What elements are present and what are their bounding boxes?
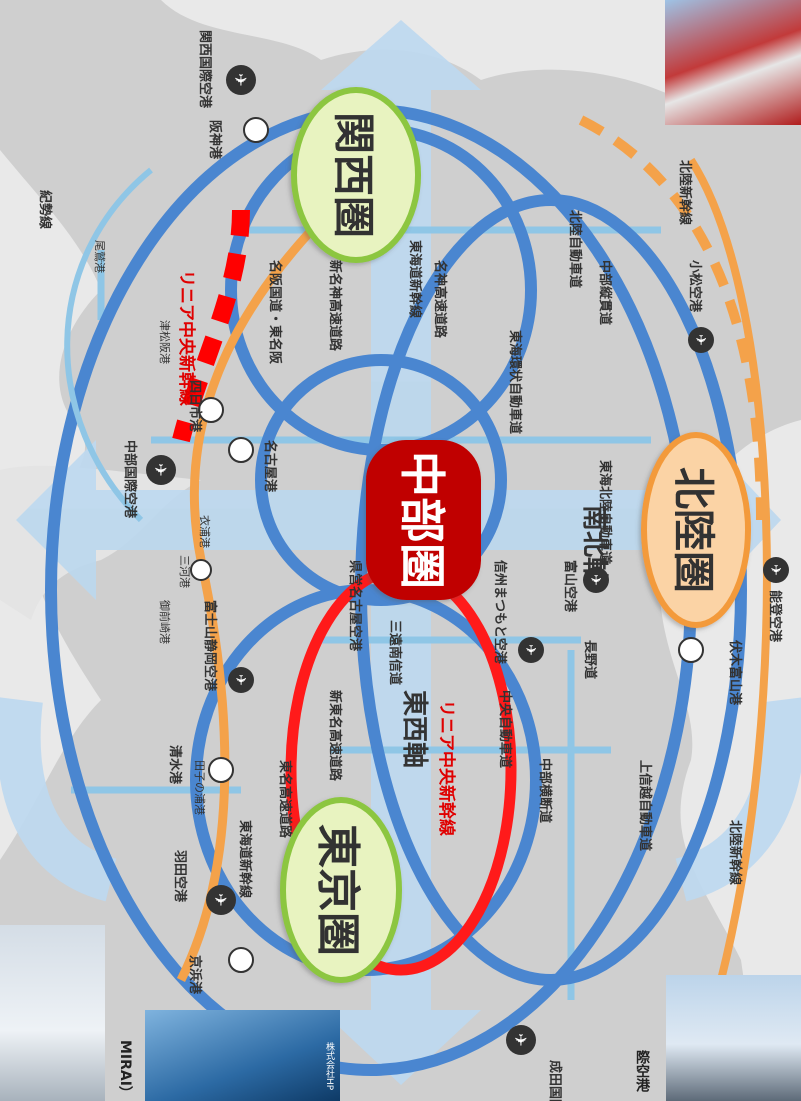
hokuriku-shinkansen-outer bbox=[687, 157, 771, 981]
plane-icon: ✈ bbox=[211, 893, 230, 906]
plane-icon: ✈ bbox=[511, 1033, 530, 1046]
hokuriku-label-east: 北陸新幹線 bbox=[727, 820, 743, 886]
photo-caption-airport: 際空港 bbox=[634, 1050, 650, 1092]
photo-crane-top-right bbox=[665, 0, 801, 125]
airport-narita-label: 成田国際空港 bbox=[547, 1060, 563, 1101]
port-omaezaki-label: 御前崎港 bbox=[158, 600, 172, 644]
region-tokyo[interactable]: 東京圏 bbox=[280, 797, 402, 983]
chubu-odan-label: 中部横断道 bbox=[537, 758, 553, 823]
airport-toyama-label: 富山空港 bbox=[562, 560, 578, 613]
linear-chuo-label-2: リニア中央新幹線 bbox=[176, 270, 197, 406]
airport-kansai-label: 関西国際空港 bbox=[197, 30, 213, 109]
meishin-label: 名神高速道路 bbox=[432, 260, 448, 339]
kisei-line-label: 紀勢線 bbox=[37, 190, 53, 230]
airport-komatsu-label: 小松空港 bbox=[687, 260, 703, 313]
airport-chubu-label: 中部国際空港 bbox=[122, 440, 138, 519]
bottom-corridor-arc bbox=[0, 697, 118, 902]
port-keihin-label: 京浜港 bbox=[187, 955, 203, 995]
port-mikawa-label: 三河港 bbox=[178, 555, 191, 588]
anchor-icon-mikawa bbox=[190, 559, 212, 581]
port-yokkaichi-label: 四日市港 bbox=[187, 380, 203, 433]
anchor-icon-keihin bbox=[228, 947, 254, 973]
airport-noto[interactable]: ✈ 能登空港 bbox=[763, 557, 789, 643]
plane-icon: ✈ bbox=[231, 73, 250, 86]
tokaido-label-west: 東海道新幹線 bbox=[407, 240, 423, 319]
port-nagoya-label: 名古屋港 bbox=[262, 440, 278, 493]
plane-icon: ✈ bbox=[587, 574, 603, 586]
plane-icon: ✈ bbox=[232, 674, 248, 686]
port-kinuura-label: 衣浦港 bbox=[198, 515, 212, 548]
port-tagonoura-label: 田子の浦港 bbox=[193, 760, 206, 815]
nagano-road-label: 長野道 bbox=[582, 640, 598, 679]
airport-chubu[interactable]: ✈ 中部国際空港 bbox=[122, 440, 176, 519]
airport-haneda[interactable]: ✈ 羽田空港 bbox=[172, 850, 236, 915]
tokai-kanjo-label: 東海環状自動車道 bbox=[507, 330, 523, 434]
plane-icon: ✈ bbox=[692, 334, 708, 346]
tokai-kanjo-loop bbox=[255, 354, 507, 606]
region-chubu[interactable]: 中部圏 bbox=[366, 440, 481, 600]
port-shimizu-label: 清水港 bbox=[167, 745, 183, 785]
port-fushiki-toyama-label: 伏木富山港 bbox=[727, 640, 743, 706]
photo-credit-hp: 株式会社HP bbox=[324, 1042, 334, 1091]
airport-noto-label: 能登空港 bbox=[767, 590, 783, 643]
shin-tomei-label: 新東名高速道路 bbox=[327, 690, 343, 782]
anchor-icon-nagoya bbox=[228, 437, 254, 463]
region-tokyo-label: 東京圏 bbox=[312, 824, 363, 956]
photo-aircraft-left bbox=[0, 925, 105, 1101]
airport-toyama[interactable]: ✈ 富山空港 bbox=[562, 560, 609, 613]
airport-shinshu[interactable]: ✈ 信州まつもと空港 bbox=[492, 560, 544, 665]
region-kansai-label: 関西圏 bbox=[329, 112, 378, 238]
hokuriku-shinkansen-dashed bbox=[578, 115, 766, 521]
anchor-icon-yokkaichi bbox=[198, 397, 224, 423]
linear-chuo-label-1: リニア中央新幹線 bbox=[436, 700, 457, 836]
anchor-icon-hanshin bbox=[243, 117, 269, 143]
region-chubu-label: 中部圏 bbox=[395, 451, 449, 589]
tokaido-label-east: 東海道新幹線 bbox=[237, 820, 253, 899]
port-hanshin-label: 阪神港 bbox=[207, 120, 223, 160]
joshinetsu-label: 上信越自動車道 bbox=[637, 760, 653, 851]
airport-komatsu[interactable]: ✈ 小松空港 bbox=[687, 260, 714, 353]
hokuriku-label-west: 北陸新幹線 bbox=[677, 160, 693, 226]
chuo-expressway-label: 中央自動車道 bbox=[497, 690, 513, 768]
airport-nagoya-pref-label: 県営名古屋空港 bbox=[347, 560, 363, 652]
airport-kansai[interactable]: ✈ 関西国際空港 bbox=[197, 30, 256, 109]
plane-icon: ✈ bbox=[767, 564, 783, 576]
chubu-jukan-label: 中部縦貫道 bbox=[597, 260, 613, 325]
airport-haneda-label: 羽田空港 bbox=[172, 850, 188, 903]
airport-shizuoka[interactable]: ✈ 富士山静岡空港 bbox=[202, 600, 254, 693]
port-owase-label: 尾鷲港 bbox=[93, 240, 107, 273]
top-corridor-arc bbox=[674, 697, 801, 902]
meihan-label: 名阪国道・東名阪 bbox=[267, 260, 283, 365]
region-hokuriku[interactable]: 北陸圏 bbox=[641, 432, 751, 628]
port-tsu-matsusaka-label: 津松阪港 bbox=[158, 320, 172, 364]
photo-airport-tower bbox=[666, 975, 801, 1101]
region-kansai[interactable]: 関西圏 bbox=[291, 87, 421, 263]
anchor-icon-tagonoura bbox=[208, 757, 234, 783]
anchor-icon-fushiki bbox=[678, 637, 704, 663]
kisei-line-track bbox=[64, 167, 153, 523]
east-west-axis-label: 東西軸 bbox=[399, 690, 430, 768]
sanen-nanshin-label: 三遠南信道 bbox=[387, 620, 403, 685]
airport-shizuoka-label: 富士山静岡空港 bbox=[202, 600, 218, 692]
port-markers: 京浜港 田子の浦港 清水港 御前崎港 三河港 衣浦港 名古屋港 四日市港 津松阪… bbox=[93, 117, 743, 995]
photo-car-mirai: 株式会社HP bbox=[145, 1010, 340, 1101]
plane-icon: ✈ bbox=[151, 463, 170, 476]
airport-shinshu-label: 信州まつもと空港 bbox=[492, 560, 508, 665]
photo-caption-mirai: MIRAI） bbox=[117, 1040, 133, 1100]
tomei-label: 東名高速道路 bbox=[277, 760, 293, 839]
shin-meishin-label: 新名神高速道路 bbox=[327, 260, 343, 352]
airport-narita[interactable]: ✈ 成田国際空港 bbox=[506, 1025, 563, 1101]
plane-icon: ✈ bbox=[522, 644, 538, 656]
region-hokuriku-label: 北陸圏 bbox=[669, 467, 718, 593]
hokuriku-expressway-label: 北陸自動車道 bbox=[567, 210, 583, 288]
tokai-hokuriku-label: 東海北陸自動車道 bbox=[597, 460, 613, 564]
